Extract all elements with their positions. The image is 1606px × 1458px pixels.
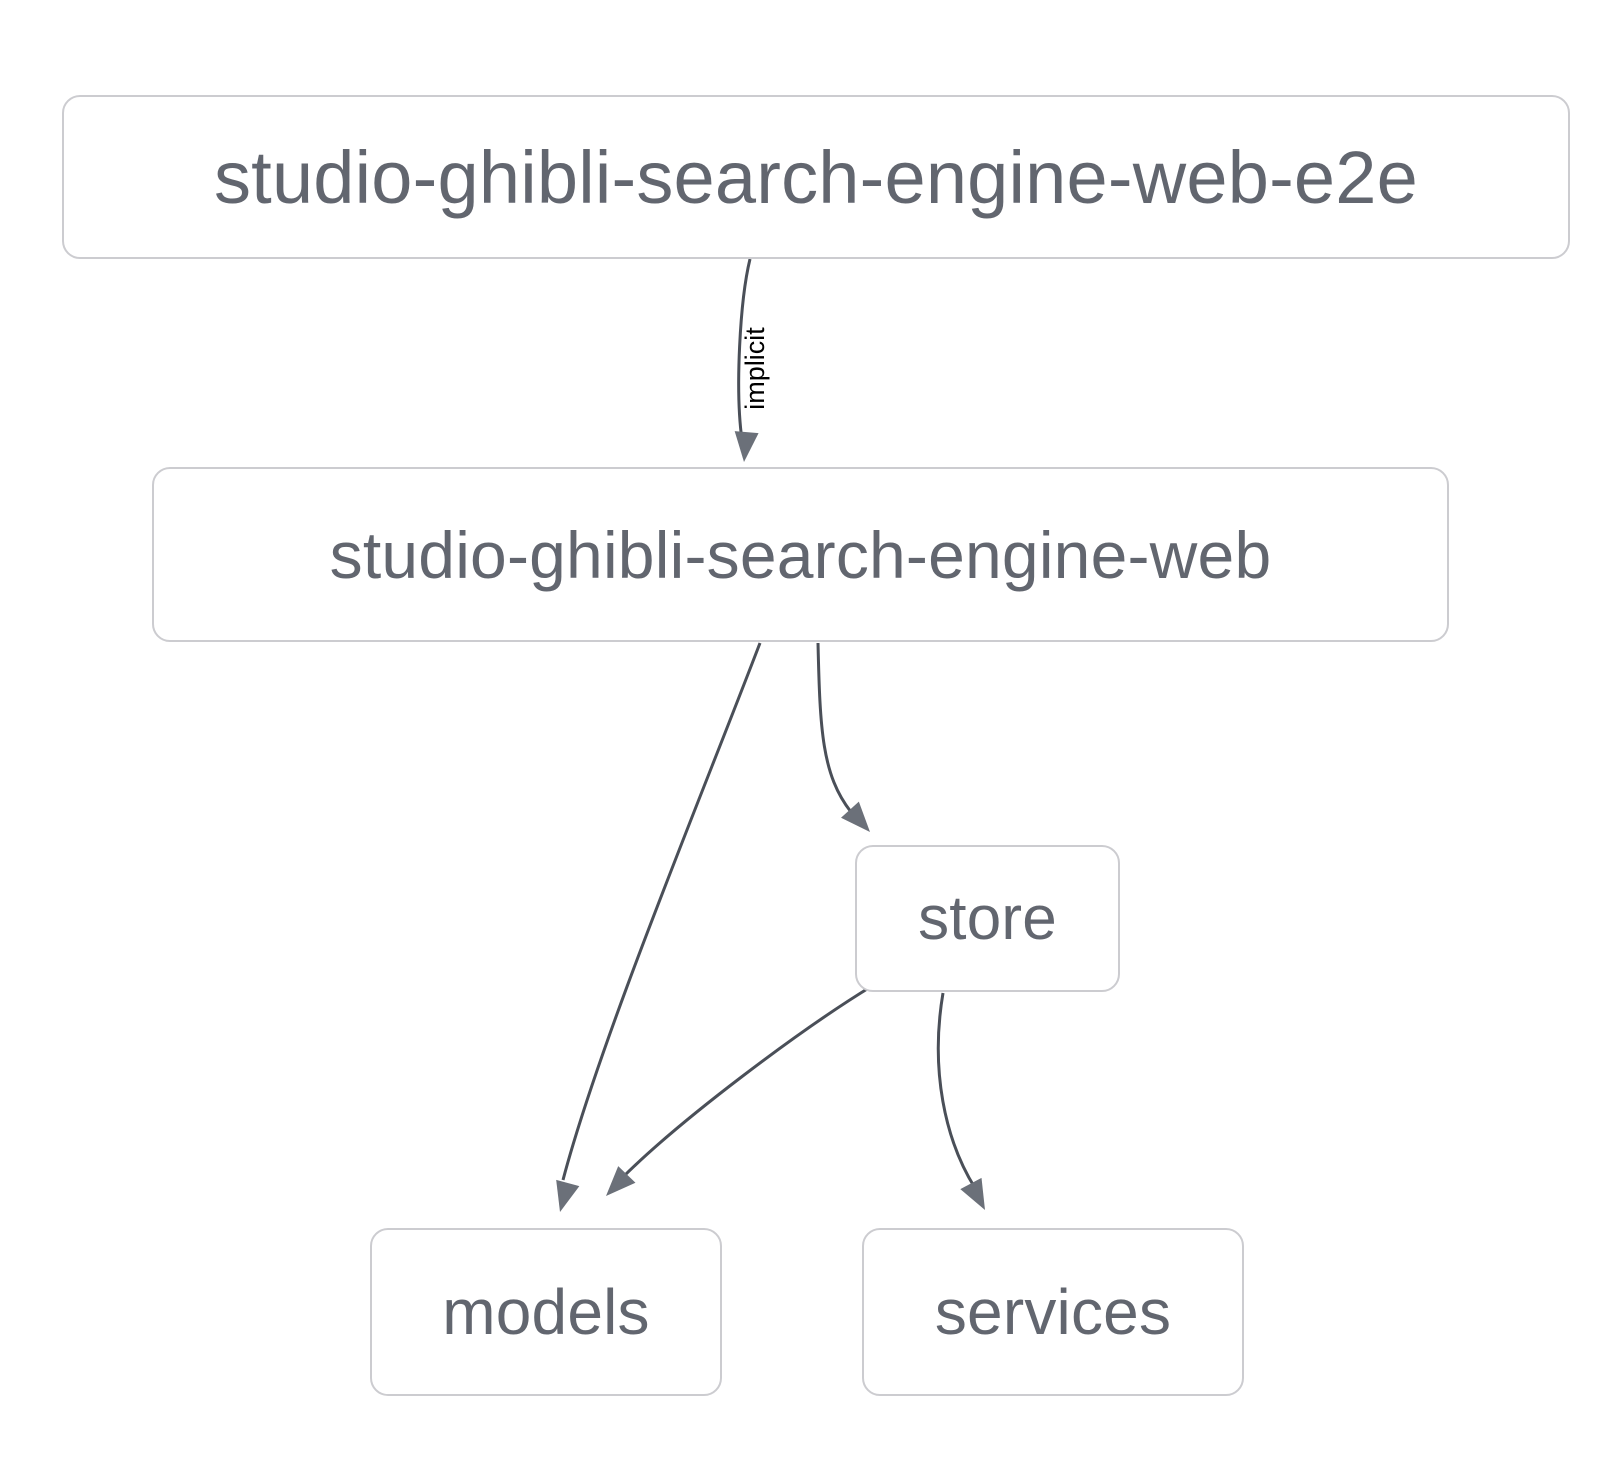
edge-label-e2e-to-web: implicit [739, 327, 770, 410]
node-store[interactable]: store [855, 845, 1120, 992]
node-services[interactable]: services [862, 1228, 1244, 1396]
node-label: services [934, 1276, 1172, 1348]
node-label: store [918, 884, 1057, 953]
node-models[interactable]: models [370, 1228, 722, 1396]
edge-web-to-models [561, 642, 762, 1181]
node-label: studio-ghibli-search-engine-web [329, 517, 1272, 592]
node-studio-ghibli-search-engine-web[interactable]: studio-ghibli-search-engine-web [152, 467, 1449, 642]
edge-store-to-models [620, 984, 873, 1180]
edge-web-to-store [816, 642, 853, 813]
arrowhead-web-to-models [556, 1179, 580, 1212]
node-studio-ghibli-search-engine-web-e2e[interactable]: studio-ghibli-search-engine-web-e2e [62, 95, 1570, 259]
arrowhead-web-to-store [841, 801, 870, 832]
edge-store-to-services [936, 992, 977, 1189]
arrowhead-store-to-services [960, 1177, 985, 1210]
node-label: studio-ghibli-search-engine-web-e2e [213, 135, 1418, 219]
node-label: models [442, 1276, 650, 1348]
arrowhead-store-to-models [606, 1166, 636, 1196]
edge-e2e-to-web [737, 258, 752, 441]
arrowhead-e2e-to-web [734, 431, 759, 462]
